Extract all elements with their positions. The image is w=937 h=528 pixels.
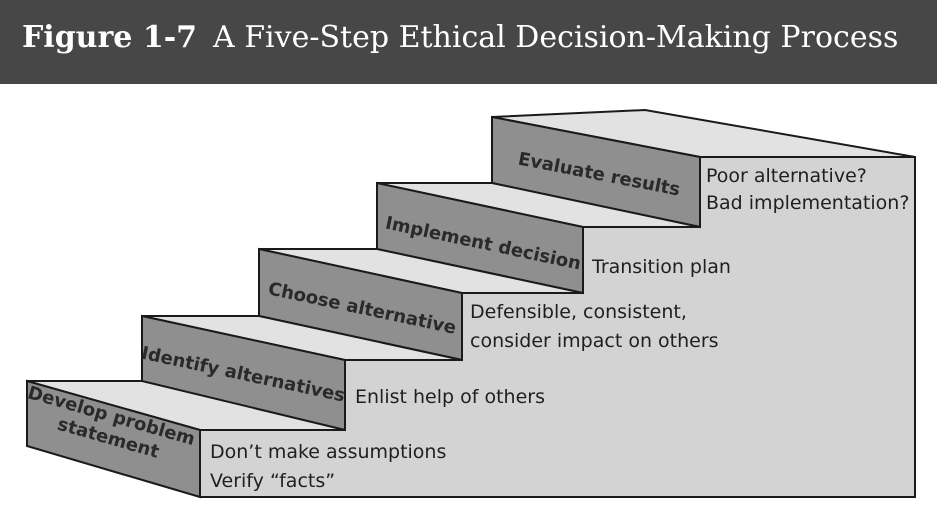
figure-title: A Five-Step Ethical Decision-Making Proc… — [213, 20, 899, 55]
figure-number: Figure 1-7 — [22, 20, 198, 55]
step-4-notes: Transition plan — [591, 256, 731, 278]
figure-header: Figure 1-7 A Five-Step Ethical Decision-M… — [0, 0, 937, 84]
step-1-front — [26, 379, 201, 499]
step-5-notes: Poor alternative? Bad implementation? — [706, 165, 909, 214]
staircase-diagram: Develop problem statement Identify alter… — [25, 108, 916, 499]
figure-caption: Figure 1-7 A Five-Step Ethical Decision-M… — [22, 20, 898, 55]
step-1-notes: Don’t make assumptions Verify “facts” — [210, 441, 452, 492]
step-2-notes: Enlist help of others — [355, 386, 545, 408]
step-3-notes: Defensible, consistent, consider impact … — [470, 301, 719, 352]
